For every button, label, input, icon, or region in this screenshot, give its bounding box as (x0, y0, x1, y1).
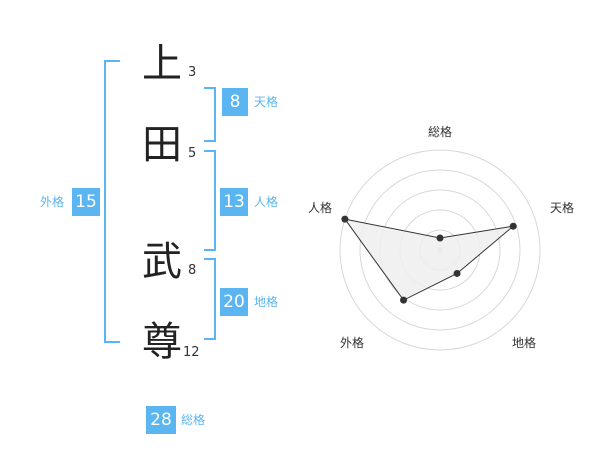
radar-point (436, 234, 444, 242)
tenkaku-label: 天格 (254, 95, 279, 109)
radar-axis-label: 外格 (340, 335, 364, 350)
radar-axis-label: 地格 (512, 335, 536, 350)
name-char-1: 上 (142, 41, 182, 87)
stroke-count-4: 12 (183, 345, 200, 360)
stroke-count-1: 3 (188, 65, 197, 80)
radar-point (509, 222, 517, 230)
stroke-count-3: 8 (188, 263, 197, 278)
radar-ring (339, 149, 541, 351)
gaikaku-badge: 15 (72, 188, 100, 216)
soukaku-badge: 28 (146, 406, 176, 434)
radar-point (341, 215, 349, 223)
stroke-count-2: 5 (188, 146, 197, 161)
tenkaku-badge: 8 (222, 88, 248, 116)
chikaku-label: 地格 (254, 295, 279, 309)
soukaku-label: 総格 (181, 413, 206, 427)
radar-axis-label: 天格 (550, 200, 574, 215)
chikaku-badge: 20 (220, 288, 248, 316)
radar-point (453, 269, 461, 277)
jinkaku-badge: 13 (220, 188, 248, 216)
radar-polygon (343, 218, 515, 301)
radar-point (400, 296, 408, 304)
radar-axis-label: 人格 (308, 200, 332, 215)
tenkaku-bracket (204, 87, 216, 142)
radar-axis-label: 総格 (428, 124, 452, 139)
jinkaku-bracket (204, 150, 216, 251)
radar-ring (359, 169, 521, 331)
name-char-2: 田 (142, 122, 182, 168)
chikaku-bracket (204, 258, 216, 340)
name-char-3: 武 (142, 239, 182, 285)
gaikaku-label: 外格 (40, 195, 65, 209)
name-char-4: 尊 (142, 319, 182, 365)
jinkaku-label: 人格 (254, 195, 279, 209)
gaikaku-bracket (104, 60, 120, 343)
